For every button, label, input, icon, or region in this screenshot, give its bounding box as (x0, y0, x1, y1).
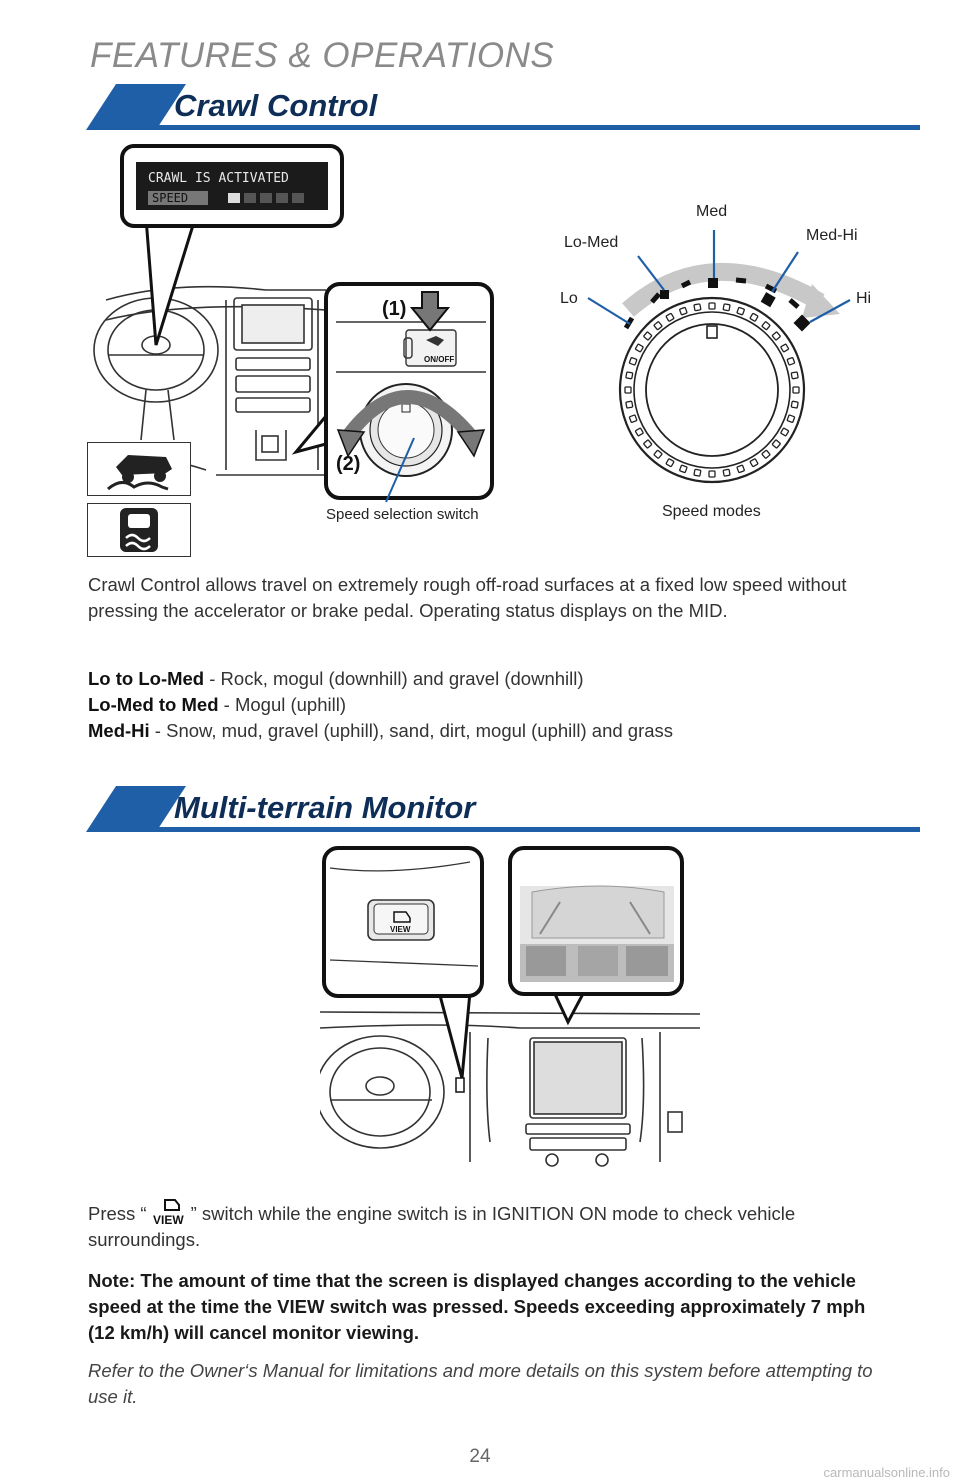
crawl-mode-item: Lo to Lo-Med - Rock, mogul (downhill) an… (88, 666, 888, 692)
dial-knurl-mark (653, 449, 663, 459)
lo-leader (587, 297, 631, 325)
heading-tab-shape (86, 84, 186, 130)
page-header: FEATURES & OPERATIONS (90, 36, 555, 75)
dial-knurl-mark (625, 400, 634, 409)
speed-selection-switch-caption: Speed selection switch (326, 506, 479, 523)
crawl-mode-item: Med-Hi - Snow, mud, gravel (uphill), san… (88, 718, 888, 744)
heading-rule (150, 125, 920, 130)
callout-2: (2) (336, 453, 360, 475)
dial-knurl-mark (634, 427, 644, 437)
speed-modes-caption: Speed modes (662, 503, 761, 520)
dial-knurl-mark (665, 458, 675, 468)
mtm-refer-note: Refer to the Owner‘s Manual for limitati… (88, 1360, 873, 1407)
hi-leader (809, 299, 851, 323)
mode-med-hi-label: Med-Hi (806, 227, 858, 244)
crawl-switch-icon (426, 336, 444, 346)
crawl-mode-item: Lo-Med to Med - Mogul (uphill) (88, 692, 888, 718)
multi-terrain-heading-band: Multi-terrain Monitor (86, 786, 920, 832)
crawl-mode-desc: - Mogul (uphill) (218, 694, 347, 715)
mid-line-2: SPEED (152, 191, 188, 205)
crawl-mode-desc: - Rock, mogul (downhill) and gravel (dow… (204, 668, 584, 689)
dial-knurl-mark (786, 414, 796, 423)
heading-rule (150, 827, 920, 832)
crawl-mode-list: Lo to Lo-Med - Rock, mogul (downhill) an… (88, 666, 888, 744)
dial-knurl-mark (693, 468, 702, 477)
callout-1: (1) (382, 298, 406, 320)
dial-knurl-mark (625, 371, 634, 380)
dial-knurl-mark (761, 321, 771, 331)
mid-line-1: CRAWL IS ACTIVATED (148, 171, 289, 186)
lo-med-leader (637, 255, 665, 291)
onoff-label: ON/OFF (424, 355, 454, 364)
med-hi-leader (771, 251, 799, 293)
dial-knurl-mark (679, 306, 688, 316)
dial-knurl-mark (708, 302, 716, 310)
view-button-icon: VIEW (153, 1199, 184, 1226)
dial-knurl-mark (624, 386, 632, 394)
dial-knurl-mark (628, 414, 638, 423)
dial-knurl-mark (634, 343, 644, 353)
dial-knurl-mark (653, 321, 663, 331)
dial-knurl-mark (722, 303, 731, 312)
crawl-mode-term: Lo-Med to Med (88, 694, 219, 715)
dial-knurl-mark (736, 306, 745, 316)
crawl-control-heading-band: Crawl Control (86, 84, 920, 130)
press-arrow-icon (409, 291, 451, 332)
switch-leader-line (385, 437, 415, 503)
dial-knurl-mark (628, 357, 638, 366)
camera-icon (393, 911, 411, 923)
dial-knurl-mark (792, 386, 800, 394)
dial-knurl-mark (643, 331, 653, 341)
mid-display-callout: CRAWL IS ACTIVATED SPEED (120, 144, 344, 346)
off-road-terrain-icon (87, 442, 191, 496)
dial-knurl-mark (722, 468, 731, 477)
multi-terrain-dashboard-illustration: VIEW (320, 846, 700, 1167)
dial-knurl-mark (786, 357, 796, 366)
crawl-mode-desc: - Snow, mud, gravel (uphill), sand, dirt… (149, 720, 674, 741)
mode-hi-label: Hi (856, 290, 871, 307)
dial-knurl-mark (780, 343, 790, 353)
mode-lo-label: Lo (560, 290, 578, 307)
speed-modes-dial-illustration: Lo Lo-Med Med Med-Hi Hi Speed modes (560, 203, 871, 520)
dial-knurl-mark (780, 427, 790, 437)
monitor-screen-inset (508, 846, 684, 1026)
dial-knurl-mark (771, 331, 781, 341)
mtm-press-instruction: Press “ VIEW” switch while the engine swi… (88, 1196, 888, 1253)
dial-knurl-mark (643, 439, 653, 449)
press-text-before: Press “ (88, 1203, 147, 1224)
skid-control-icon (87, 503, 191, 557)
mtm-dashboard-sketch (320, 1011, 700, 1167)
mtm-note: Note: The amount of time that the screen… (88, 1270, 866, 1343)
press-text-after: ” switch while the engine switch is in I… (88, 1203, 796, 1250)
dial-knurl-mark (708, 470, 716, 478)
switch-inset: ON/OFF (1) (2) (291, 282, 494, 503)
mode-range-arrow (622, 262, 825, 317)
dial-knurl-mark (790, 371, 799, 380)
crawl-description: Crawl Control allows travel on extremely… (88, 574, 847, 621)
crawl-mode-term: Lo to Lo-Med (88, 668, 205, 689)
view-switch-inset: VIEW (322, 846, 484, 1093)
page-number: 24 (469, 1446, 491, 1467)
dial-knurl-mark (736, 464, 745, 474)
multi-terrain-title: Multi-terrain Monitor (174, 790, 476, 825)
mode-lo-med-label: Lo-Med (564, 234, 618, 251)
dial-knurl-mark (665, 312, 675, 322)
heading-tab-shape (86, 786, 186, 832)
crawl-mode-term: Med-Hi (88, 720, 150, 741)
dial-knurl-mark (749, 458, 759, 468)
rotate-arrow-icon (342, 390, 477, 441)
view-inline-label: VIEW (153, 1213, 184, 1226)
dial-knurl-mark (693, 303, 702, 312)
dial-knurl-mark (771, 439, 781, 449)
mode-med-label: Med (696, 203, 727, 220)
dial-knurl-marks (624, 302, 800, 478)
dial-knurl-mark (679, 464, 688, 474)
crawl-control-dashboard-illustration: CRAWL IS ACTIVATED SPEED ON/OFF (1) ( (93, 144, 494, 523)
view-switch-label: VIEW (390, 925, 411, 934)
crawl-control-title: Crawl Control (174, 88, 378, 123)
dial-knurl-mark (749, 312, 759, 322)
watermark: carmanualsonline.info (823, 1465, 950, 1480)
dial-knurl-mark (790, 400, 799, 409)
dial-knurl-mark (761, 449, 771, 459)
